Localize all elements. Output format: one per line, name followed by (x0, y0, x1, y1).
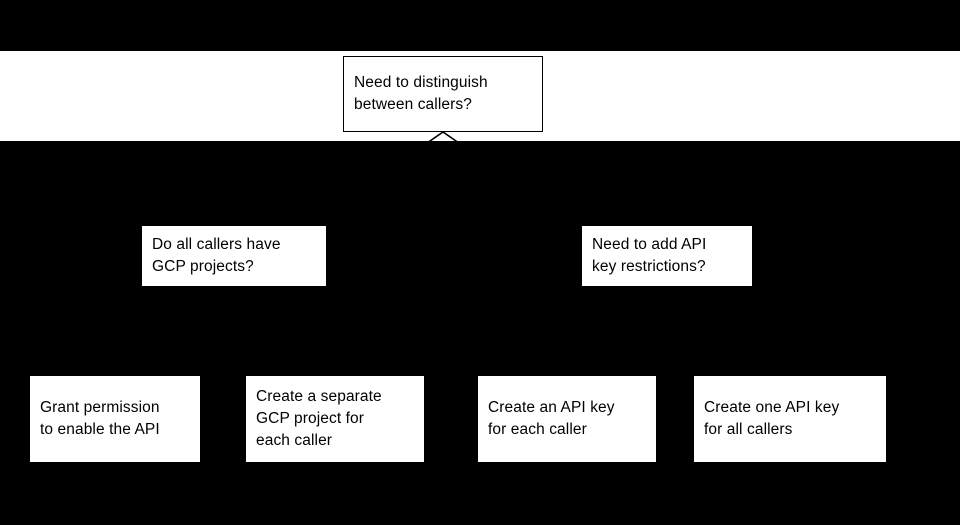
node-grant-permission-to-enable-the-api[interactable]: Grant permission to enable the API (30, 376, 200, 462)
node-label: Create an API key for each caller (488, 399, 615, 438)
node-label: Need to add API key restrictions? (592, 236, 707, 275)
node-create-one-api-key-for-all-callers[interactable]: Create one API key for all callers (694, 376, 886, 462)
node-create-a-separate-gcp-project-for-each-caller[interactable]: Create a separate GCP project for each c… (246, 376, 424, 462)
node-create-an-api-key-for-each-caller[interactable]: Create an API key for each caller (478, 376, 656, 462)
node-label: Grant permission to enable the API (40, 399, 160, 438)
node-do-all-callers-have-gcp-projects[interactable]: Do all callers have GCP projects? (142, 226, 326, 286)
node-label: Do all callers have GCP projects? (152, 236, 281, 275)
node-need-to-add-api-key-restrictions[interactable]: Need to add API key restrictions? (582, 226, 752, 286)
node-label: Need to distinguish between callers? (354, 74, 488, 113)
node-need-to-distinguish-between-callers[interactable]: Need to distinguish between callers? (343, 56, 543, 132)
node-label: Create a separate GCP project for each c… (256, 388, 382, 449)
node-label: Create one API key for all callers (704, 399, 840, 438)
